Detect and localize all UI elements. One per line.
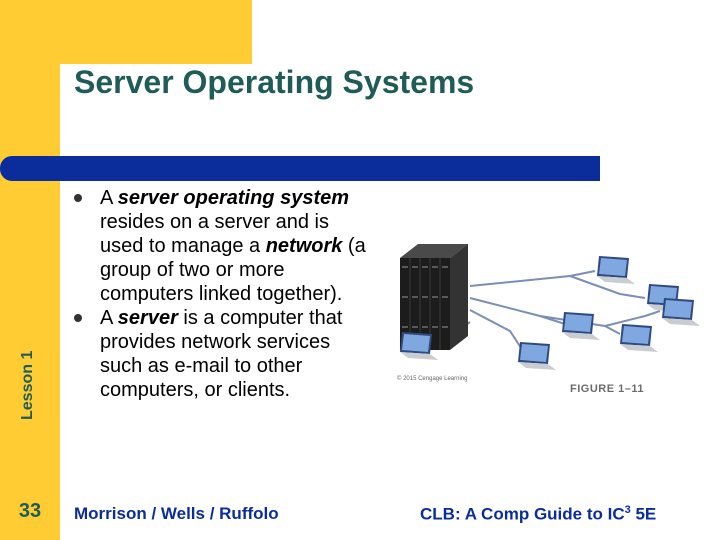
bullet-text-run: resides on a server and is used to manag… [100,211,330,257]
figure-credit: © 2015 Cengage Learning [397,376,468,382]
page-number: 33 [18,500,42,522]
bullet-text: A server operating system resides on a s… [100,187,366,305]
bullet-item: A server is a computer that provides net… [72,306,372,402]
title-rule [0,156,600,181]
emphasis-term: server [117,307,178,329]
network-figure: © 2015 Cengage Learning FIGURE 1–11 [390,236,710,406]
yellow-frame-left [0,0,60,540]
title-panel [60,64,720,156]
lesson-label: Lesson 1 [19,350,36,420]
laptop-icon [562,312,600,340]
bullet-text-run: (a group of two or more computers linked… [100,235,366,305]
bullet-list: A server operating system resides on a s… [72,186,372,402]
bullet-icon [74,314,82,322]
bullet-item: A server operating system resides on a s… [72,186,372,306]
emphasis-term: server operating system [117,187,350,209]
slide-title: Server Operating Systems [74,64,475,100]
emphasis-term: network [265,235,343,257]
book-title-superscript: 3 [624,504,631,516]
laptop-icon [620,324,658,352]
book-title-prefix: CLB: A Comp Guide to IC [420,504,625,524]
book-title-suffix: 5E [630,504,657,524]
footer-authors: Morrison / Wells / Ruffolo [74,504,279,523]
bullet-text: A server is a computer that provides net… [100,307,342,401]
network-diagram [400,244,700,370]
laptop-icon [400,332,438,360]
bullet-text-run: A [100,307,118,329]
bullet-icon [74,194,82,202]
figure-caption: FIGURE 1–11 [570,383,644,395]
footer-book-title: CLB: A Comp Guide to IC3 5E [420,504,656,525]
laptop-icon [518,342,556,370]
laptop-icon [662,298,700,326]
bullet-text-run: A [100,187,118,209]
network-cables [449,270,661,355]
laptop-icon [597,256,635,284]
bullet-text-run: is a computer that provides network serv… [100,307,343,401]
